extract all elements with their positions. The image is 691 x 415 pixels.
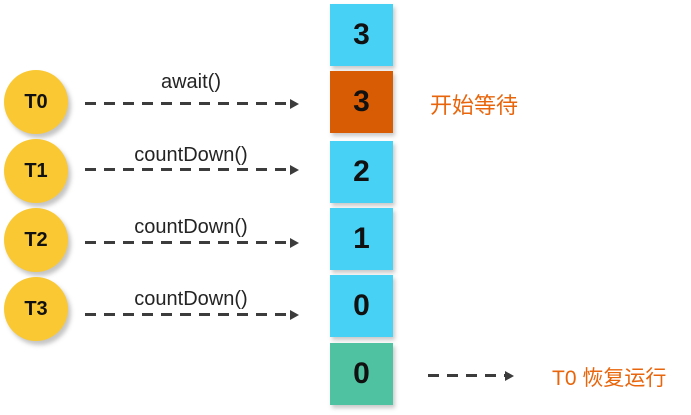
- dashed-arrow-t0-icon: [85, 98, 299, 109]
- start-waiting-label: 开始等待: [430, 93, 519, 118]
- method-label-countdown-t3: countDown(): [134, 288, 248, 310]
- latch-count: 0: [353, 357, 370, 390]
- latch-box-awaiting: 3: [330, 71, 393, 133]
- latch-count: 2: [353, 155, 370, 188]
- latch-count: 3: [353, 18, 370, 51]
- method-label-countdown-t2: countDown(): [134, 216, 248, 238]
- resume-label: T0 恢复运行: [552, 367, 667, 390]
- dashed-arrow-t2-icon: [85, 237, 299, 248]
- latch-box-initial: 3: [330, 4, 393, 66]
- thread-circle-t2: T2: [4, 208, 68, 272]
- latch-box-count-0: 0: [330, 275, 393, 337]
- thread-circle-t3: T3: [4, 277, 68, 341]
- method-label-await: await(): [160, 71, 221, 93]
- latch-box-released: 0: [330, 343, 393, 405]
- dashed-arrow-t3-icon: [85, 309, 299, 320]
- latch-box-count-1: 1: [330, 208, 393, 270]
- thread-label-t3: T3: [24, 297, 48, 320]
- latch-count: 1: [353, 222, 370, 255]
- latch-box-count-2: 2: [330, 141, 393, 203]
- dashed-arrow-t1-icon: [85, 164, 299, 175]
- latch-count: 3: [353, 85, 370, 118]
- thread-label-t2: T2: [24, 228, 48, 251]
- thread-label-t1: T1: [24, 159, 48, 182]
- thread-circle-t0: T0: [4, 70, 68, 134]
- latch-count: 0: [353, 289, 370, 322]
- resume-arrow-icon: [428, 370, 514, 381]
- method-label-countdown-t1: countDown(): [134, 144, 248, 166]
- thread-label-t0: T0: [24, 90, 48, 113]
- thread-circle-t1: T1: [4, 139, 68, 203]
